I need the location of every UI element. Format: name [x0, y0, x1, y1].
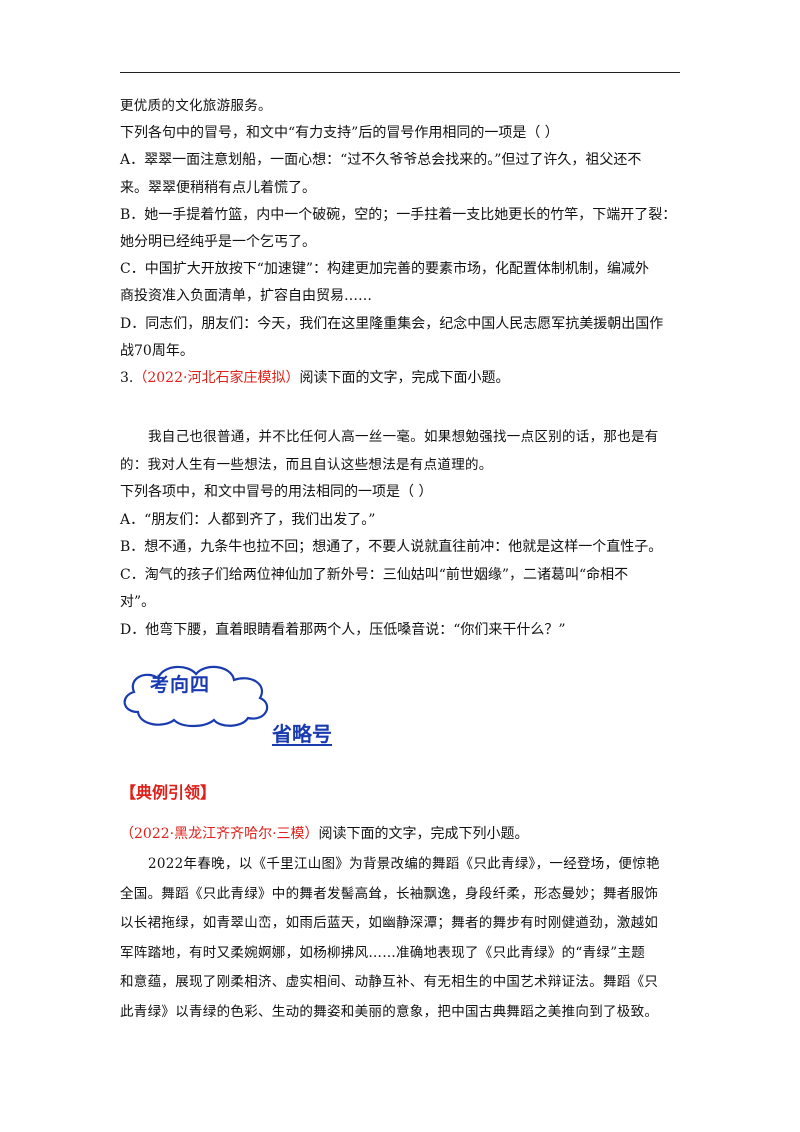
text-line: 全国。舞蹈《只此青绿》中的舞者发髻高耸，长袖飘逸，身段纤柔，形态曼妙；舞者服饰 [120, 885, 659, 902]
example-header: （2022·黑龙江齐齐哈尔·三模）阅读下面的文字，完成下列小题。 [120, 824, 529, 844]
example-source: （2022·黑龙江齐齐哈尔·三模） [120, 826, 319, 842]
badge-label: 考向四 [150, 674, 211, 696]
text-line: 以长裙拖绿，如青翠山峦，如雨后蓝天，如幽静深潭；舞者的舞步有时刚健遒劲，激越如 [120, 915, 659, 932]
text-line: 和意蕴，展现了刚柔相济、虚实相间、动静互补、有无相生的中国艺术辩证法。舞蹈《只 [120, 974, 659, 991]
text-line: 商投资准入负面清单，扩容自由贸易…… [120, 288, 372, 305]
header-rule [120, 72, 680, 73]
text-line: B．她一手提着竹篮，内中一个破碗，空的；一手拄着一支比她更长的竹竿，下端开了裂： [120, 206, 677, 223]
text-line: 的：我对人生有一些想法，而且自认这些想法是有点道理的。 [120, 456, 493, 473]
text-line: B．想不通，九条牛也拉不回；想通了，不要人说就直往前冲：他就是这样一个直性子。 [120, 539, 663, 555]
cloud-badge-icon [123, 665, 269, 728]
text-line: C．淘气的孩子们给两位神仙加了新外号：三仙姑叫“前世姻缘”，二诸葛叫“命相不 [120, 566, 629, 583]
text-line: 战70周年。 [120, 342, 194, 359]
question-source: （2022·河北石家庄模拟） [133, 370, 300, 386]
text-line: 下列各项中，和文中冒号的用法相同的一项是（ ） [120, 484, 433, 500]
question-3-header: 3.（2022·河北石家庄模拟）阅读下面的文字，完成下面小题。 [120, 368, 509, 388]
question-number: 3. [120, 370, 134, 386]
text-line: C．中国扩大开放按下“加速键”：构建更加完善的要素市场，化配置体制机制，编减外 [120, 261, 650, 278]
text-line: 对”。 [120, 594, 156, 610]
text-line: A．翠翠一面注意划船，一面心想：“过不久爷爷总会找来的。”但过了许久，祖父还不 [120, 152, 642, 169]
text-line: 来。翠翠便稍稍有点儿着慌了。 [120, 179, 316, 196]
text-line: 更优质的文化旅游服务。 [120, 98, 272, 114]
text-line: D．他弯下腰，直着眼睛看着那两个人，压低嗓音说：“你们来干什么？” [120, 621, 566, 638]
text-line: A．“朋友们：人都到齐了，我们出发了。” [120, 511, 376, 528]
text-line: 她分明已经纯乎是一个乞丐了。 [120, 234, 316, 250]
text-line: D．同志们，朋友们：今天，我们在这里隆重集会，纪念中国人民志愿军抗美援朝出国作 [120, 315, 664, 332]
text-line: 此青绿》以青绿的色彩、生动的舞姿和美丽的意象，把中国古典舞蹈之美推向到了极致。 [120, 1004, 659, 1020]
text-line: 2022年春晚，以《千里江山图》为背景改编的舞蹈《只此青绿》，一经登场，便惊艳 [148, 856, 660, 872]
section-title: 【典例引领】 [120, 783, 217, 802]
text-line: 下列各句中的冒号，和文中“有力支持”后的冒号作用相同的一项是（ ） [120, 125, 559, 142]
text-line: 我自己也很普通，并不比任何人高一丝一毫。如果想勉强找一点区别的话，那也是有 [148, 429, 659, 445]
example-instruction: 阅读下面的文字，完成下列小题。 [318, 826, 529, 842]
topic-title: 省略号 [272, 722, 332, 746]
text-line: 军阵踏地，有时又柔婉婀娜，如杨柳拂风……准确地表现了《只此青绿》的“青绿”主题 [120, 944, 646, 961]
question-instruction: 阅读下面的文字，完成下面小题。 [299, 370, 510, 386]
